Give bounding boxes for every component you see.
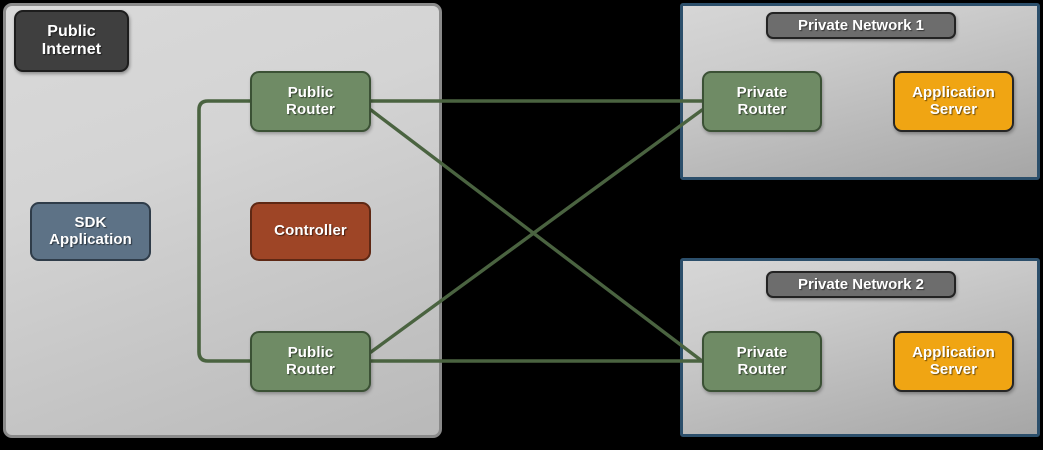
public-internet-label-line2: Internet bbox=[41, 41, 102, 58]
controller-label: Controller bbox=[274, 222, 347, 240]
public-internet-label-line1: Public bbox=[47, 23, 96, 41]
zone-label-private-network-2: Private Network 2 bbox=[766, 271, 956, 298]
node-sdk-application[interactable]: SDK Application bbox=[30, 202, 151, 261]
private-network-1-label: Private Network 1 bbox=[798, 17, 924, 34]
public-router-1-label-line1: Public bbox=[287, 83, 334, 101]
sdk-application-label-line1: SDK bbox=[74, 213, 107, 231]
node-private-router-2[interactable]: Private Router bbox=[702, 331, 822, 392]
private-router-1-label-line2: Router bbox=[737, 100, 787, 118]
node-controller[interactable]: Controller bbox=[250, 202, 371, 261]
node-application-server-2[interactable]: Application Server bbox=[893, 331, 1014, 392]
application-server-2-label-line2: Server bbox=[929, 360, 978, 378]
application-server-2-label-line1: Application bbox=[912, 343, 995, 361]
public-router-2-label-line2: Router bbox=[286, 360, 335, 378]
private-router-1-label-line1: Private bbox=[736, 83, 788, 101]
node-public-router-2[interactable]: Public Router bbox=[250, 331, 371, 392]
node-application-server-1[interactable]: Application Server bbox=[893, 71, 1014, 132]
application-server-1-label-line1: Application bbox=[912, 83, 995, 101]
zone-label-private-network-1: Private Network 1 bbox=[766, 12, 956, 39]
node-public-router-1[interactable]: Public Router bbox=[250, 71, 371, 132]
private-router-2-label-line2: Router bbox=[737, 360, 787, 378]
public-router-1-label-line2: Router bbox=[286, 100, 335, 118]
private-network-2-label: Private Network 2 bbox=[798, 276, 924, 293]
application-server-1-label-line2: Server bbox=[929, 100, 978, 118]
public-router-2-label-line1: Public bbox=[287, 343, 334, 361]
zone-label-public-internet: Public Internet bbox=[14, 10, 129, 72]
private-router-2-label-line1: Private bbox=[736, 343, 788, 361]
sdk-application-label-line2: Application bbox=[49, 230, 132, 248]
node-private-router-1[interactable]: Private Router bbox=[702, 71, 822, 132]
